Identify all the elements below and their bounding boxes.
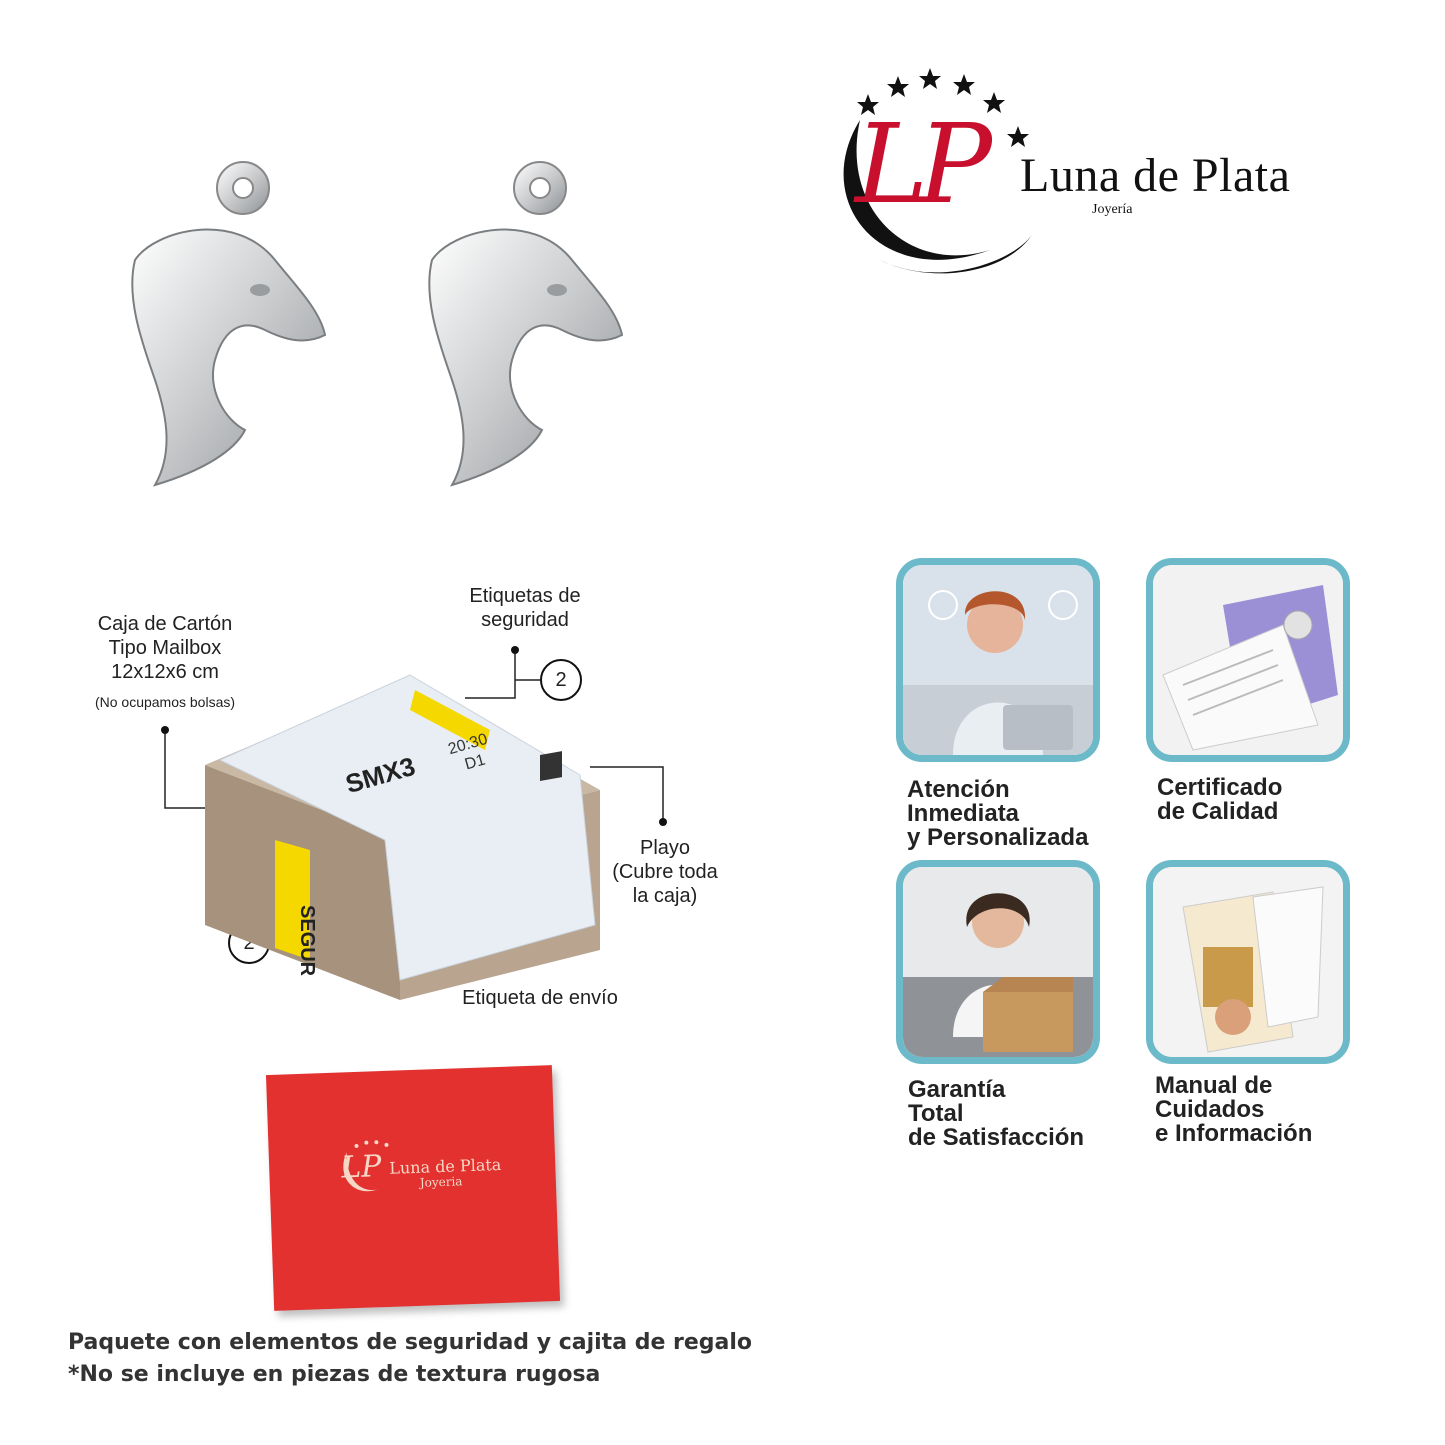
shipping-label-callout: Etiqueta de envío [462, 987, 618, 1009]
security-count-top: 2 [540, 659, 582, 701]
feature-card-support [896, 558, 1100, 762]
feature-card-manual [1146, 860, 1350, 1064]
box-type-label: Caja de Cartón Tipo Mailbox 12x12x6 cm (… [94, 613, 236, 710]
logo-monogram: LP [855, 100, 992, 228]
logo-brand-name: Luna de Plata [1020, 149, 1291, 202]
feature-title-manual: Manual de Cuidados e Información [1155, 1072, 1313, 1147]
happy-customer-photo-icon [903, 867, 1093, 1057]
security-tape-text: SEGUR [296, 905, 318, 977]
manual-brochure-photo-icon [1153, 867, 1343, 1057]
shipping-box-illustration [205, 674, 600, 1000]
feature-title-support: Atención Inmediata y Personalizada [907, 776, 1089, 851]
gift-box: LP Luna de Plata Joyeria [265, 1065, 561, 1311]
gift-box-logo-icon [343, 1140, 389, 1192]
security-labels-callout: Etiquetas de seguridad [469, 585, 581, 631]
gift-box-monogram: LP [340, 1149, 382, 1186]
certificate-photo-icon [1153, 565, 1343, 755]
dolphin-earring-right [428, 161, 624, 487]
feature-title-guarantee: Garantía Total de Satisfacción [908, 1076, 1085, 1151]
dolphin-earring-left [131, 161, 327, 487]
customer-service-photo-icon [903, 565, 1093, 755]
footer-line-2: *No se incluye en piezas de textura rugo… [68, 1362, 601, 1387]
moon-stars-logo-icon [843, 68, 1035, 274]
feature-card-guarantee [896, 860, 1100, 1064]
brand-logo: LP [820, 60, 1380, 280]
gift-box-subtitle: Joyeria [419, 1174, 463, 1190]
feature-card-certificate [1146, 558, 1350, 762]
footer-line-1: Paquete con elementos de seguridad y caj… [68, 1330, 753, 1355]
feature-title-certificate: Certificado de Calidad [1157, 774, 1283, 825]
wrap-callout: Playo (Cubre toda la caja) [612, 837, 718, 907]
logo-subtitle: Joyería [1092, 202, 1133, 217]
